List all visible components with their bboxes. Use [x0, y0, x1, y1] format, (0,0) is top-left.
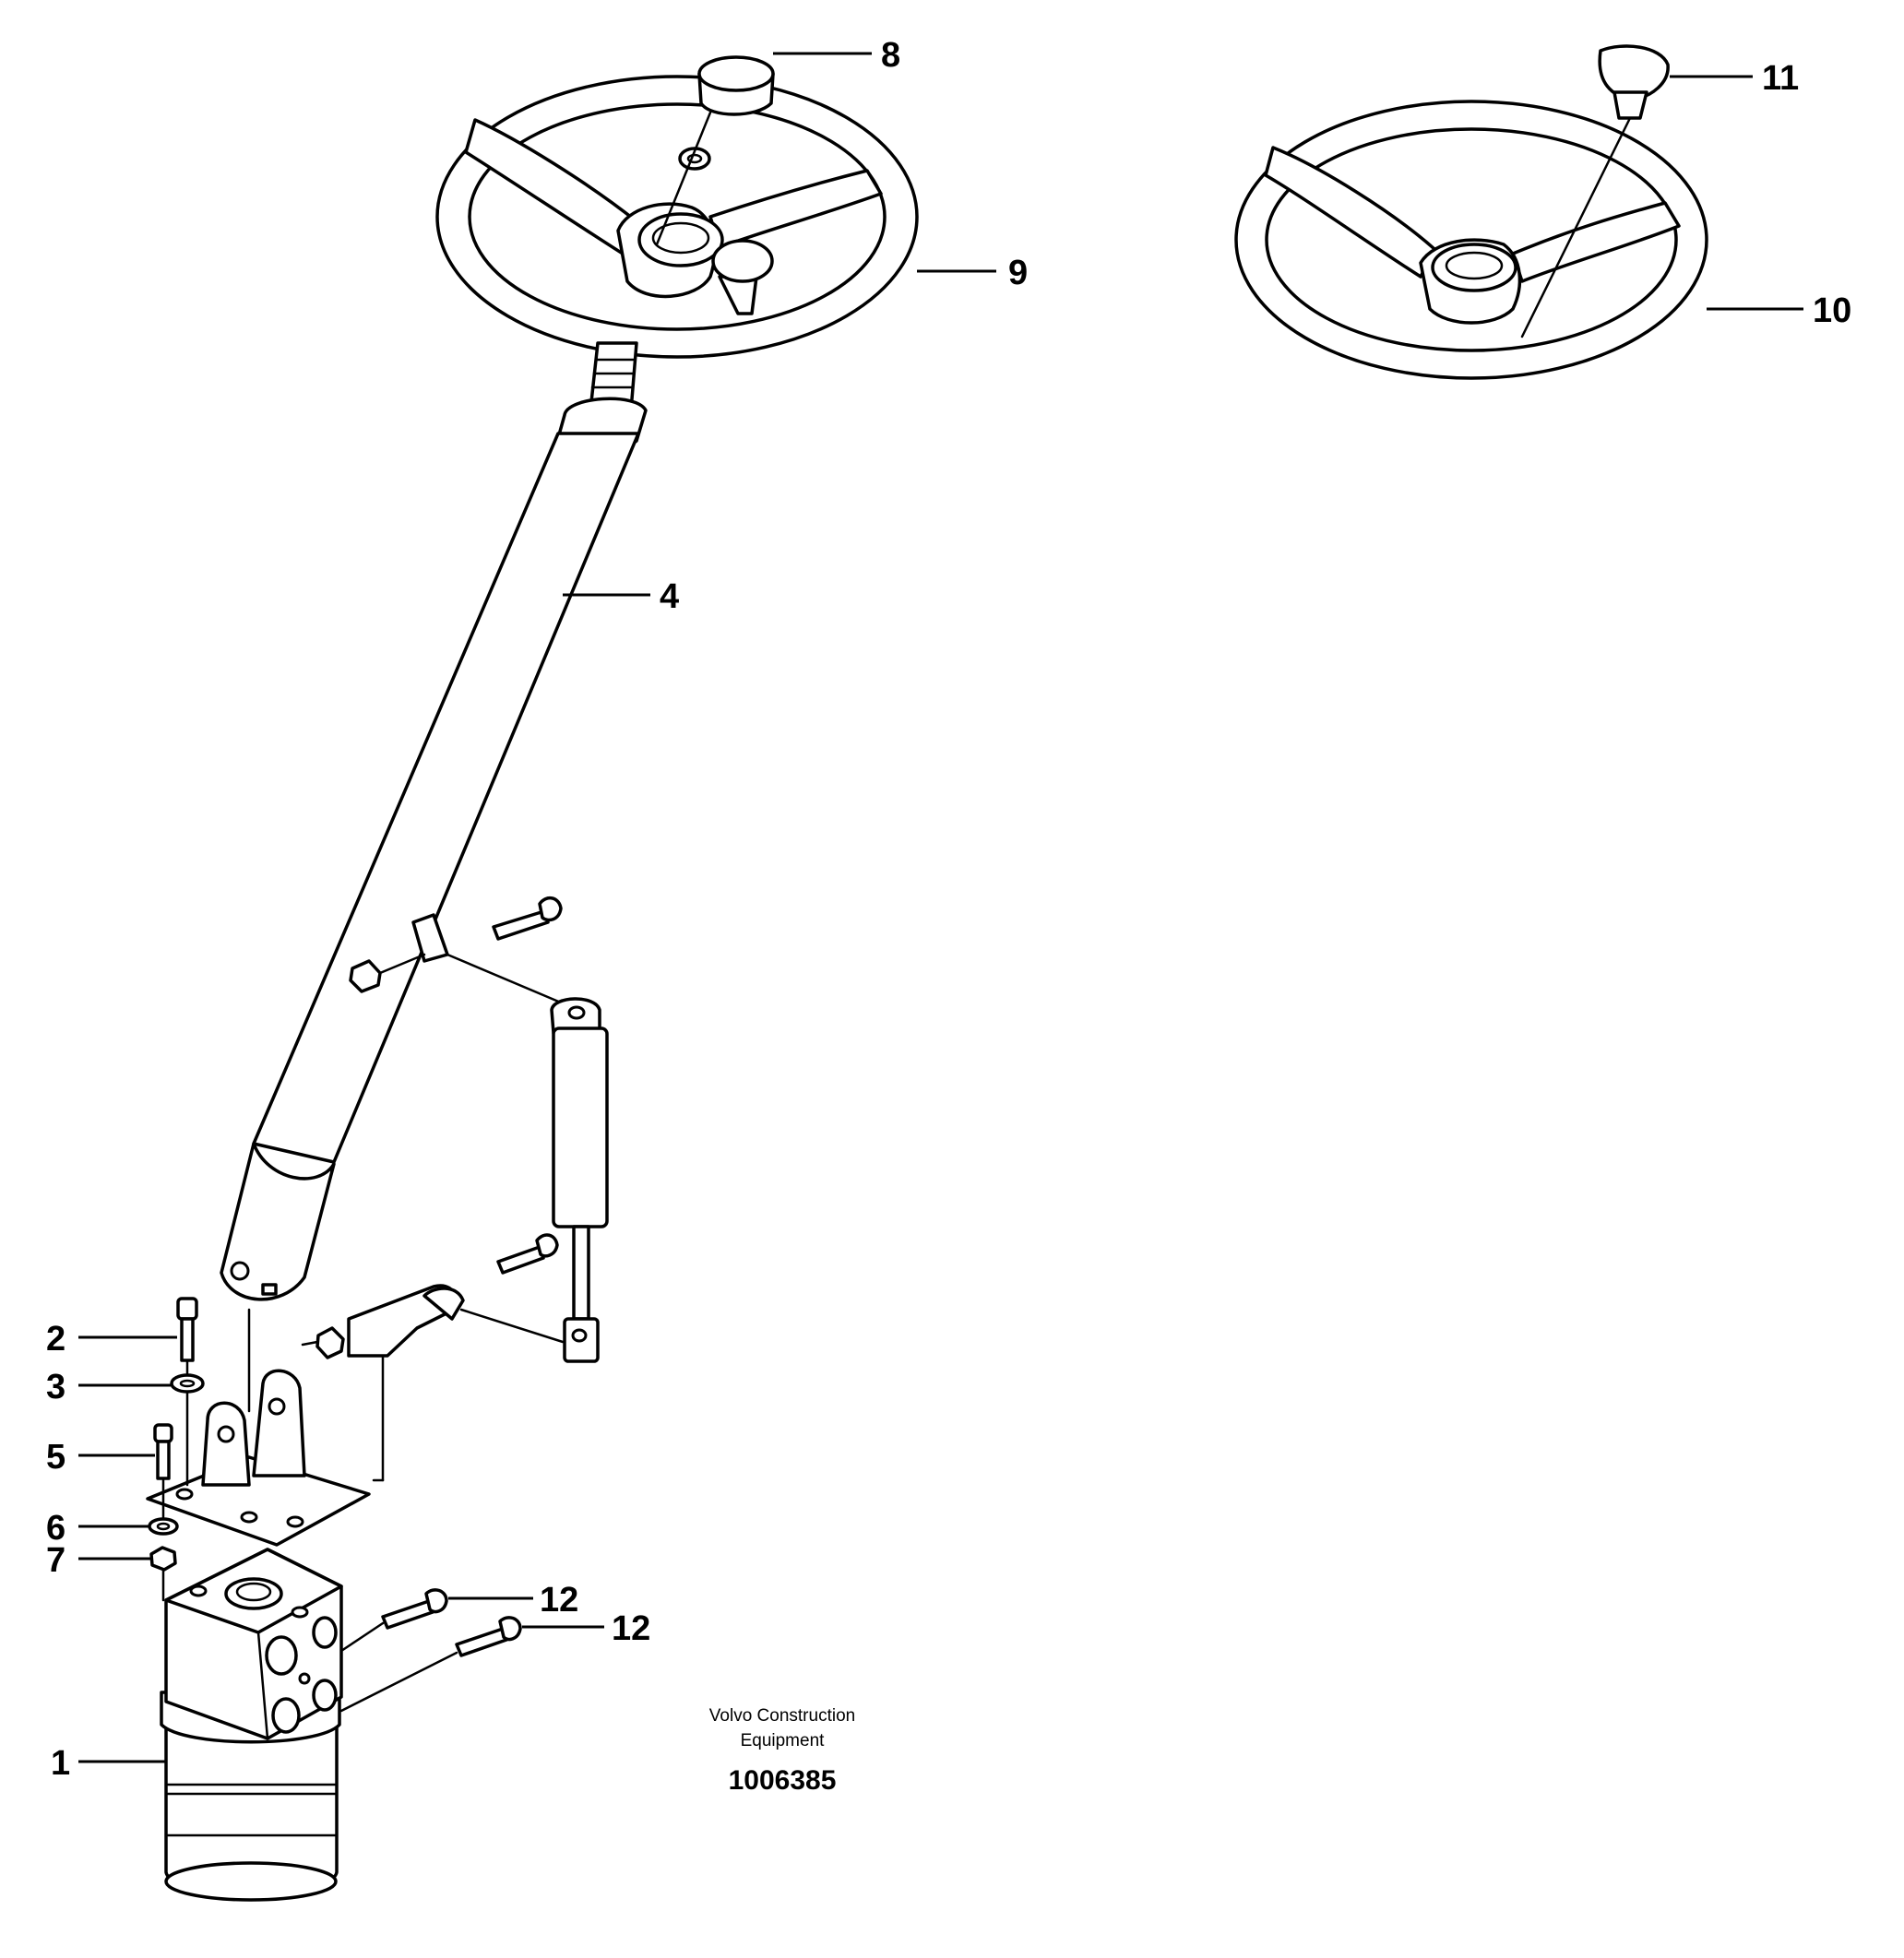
steering-wheel-10 [1234, 100, 1708, 380]
washer-6 [148, 1517, 179, 1536]
callout-8: 8 [881, 36, 900, 75]
spinner-knob-11 [1520, 44, 1670, 338]
horn-cap-8 [655, 55, 775, 246]
callout-6: 6 [46, 1509, 65, 1548]
callout-3: 3 [46, 1368, 65, 1406]
screw-5 [153, 1423, 173, 1524]
credit-line-2: Equipment [741, 1731, 826, 1750]
callout-12b: 12 [612, 1609, 650, 1648]
leader-lines [78, 52, 1803, 1763]
document-number: 1006385 [729, 1765, 837, 1796]
steering-wheel-9 [435, 75, 919, 359]
callout-11: 11 [1762, 59, 1799, 98]
callout-10: 10 [1813, 291, 1851, 330]
callout-12a: 12 [540, 1581, 578, 1620]
callout-7: 7 [46, 1541, 65, 1580]
washer-3 [170, 1373, 205, 1487]
callout-5: 5 [46, 1438, 65, 1477]
steering-unit-1 [160, 1548, 522, 1902]
callout-2: 2 [46, 1320, 65, 1359]
gas-strut [301, 896, 609, 1482]
nut-7 [149, 1546, 177, 1602]
credit-line-1: Volvo Construction [709, 1706, 855, 1726]
screw-2 [176, 1297, 198, 1385]
callout-4: 4 [660, 577, 679, 616]
callout-1: 1 [51, 1744, 70, 1783]
callout-9: 9 [1008, 254, 1028, 292]
mounting-plate [146, 1308, 371, 1547]
